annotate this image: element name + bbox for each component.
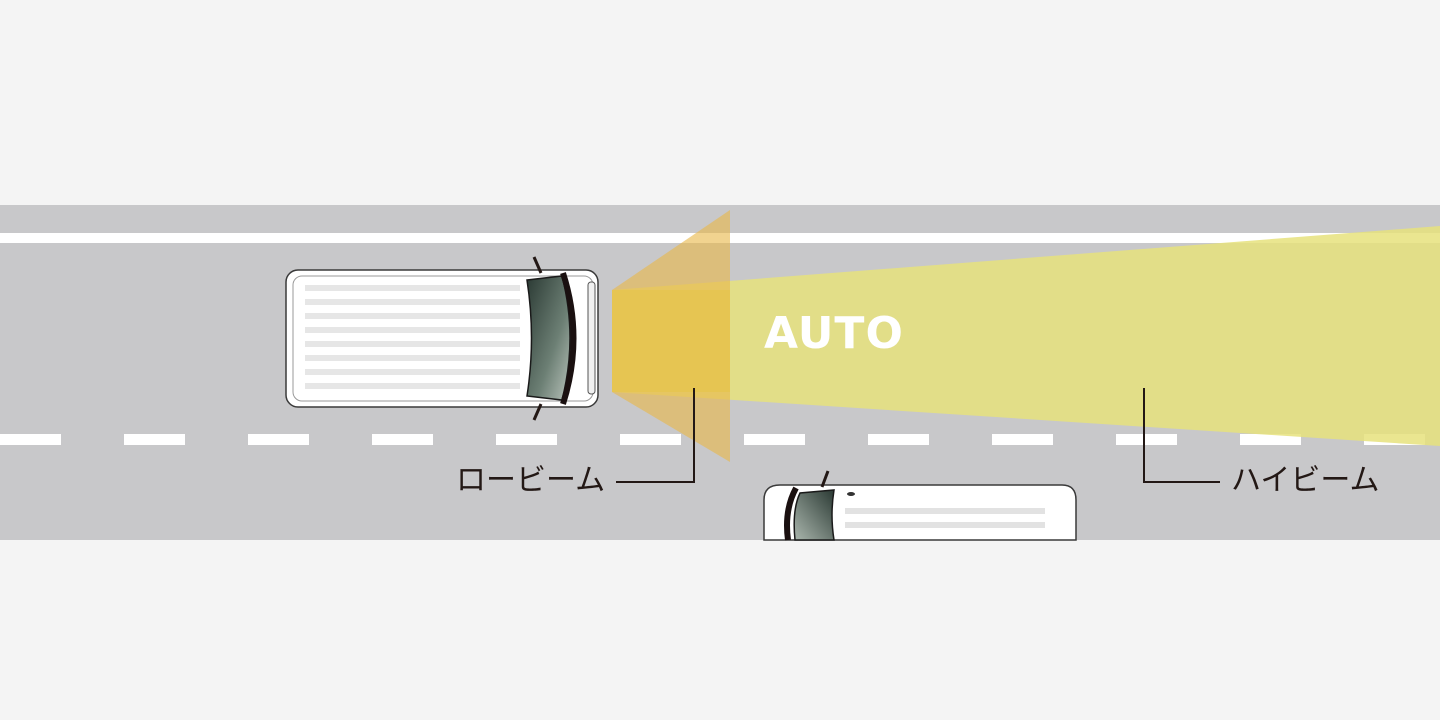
dashed-lane-line [0,434,1425,445]
oncoming-vehicle [763,470,1077,541]
high-beam-cone [612,226,1440,446]
low-beam-label: ロービーム [456,463,606,498]
auto-mode-label: AUTO [764,308,904,359]
low-beam-leader-line [616,388,695,483]
high-beam-label: ハイビーム [1231,463,1380,498]
high-beam-leader-line [1143,388,1220,483]
own-vehicle [285,256,599,421]
low-beam-core [612,290,730,392]
